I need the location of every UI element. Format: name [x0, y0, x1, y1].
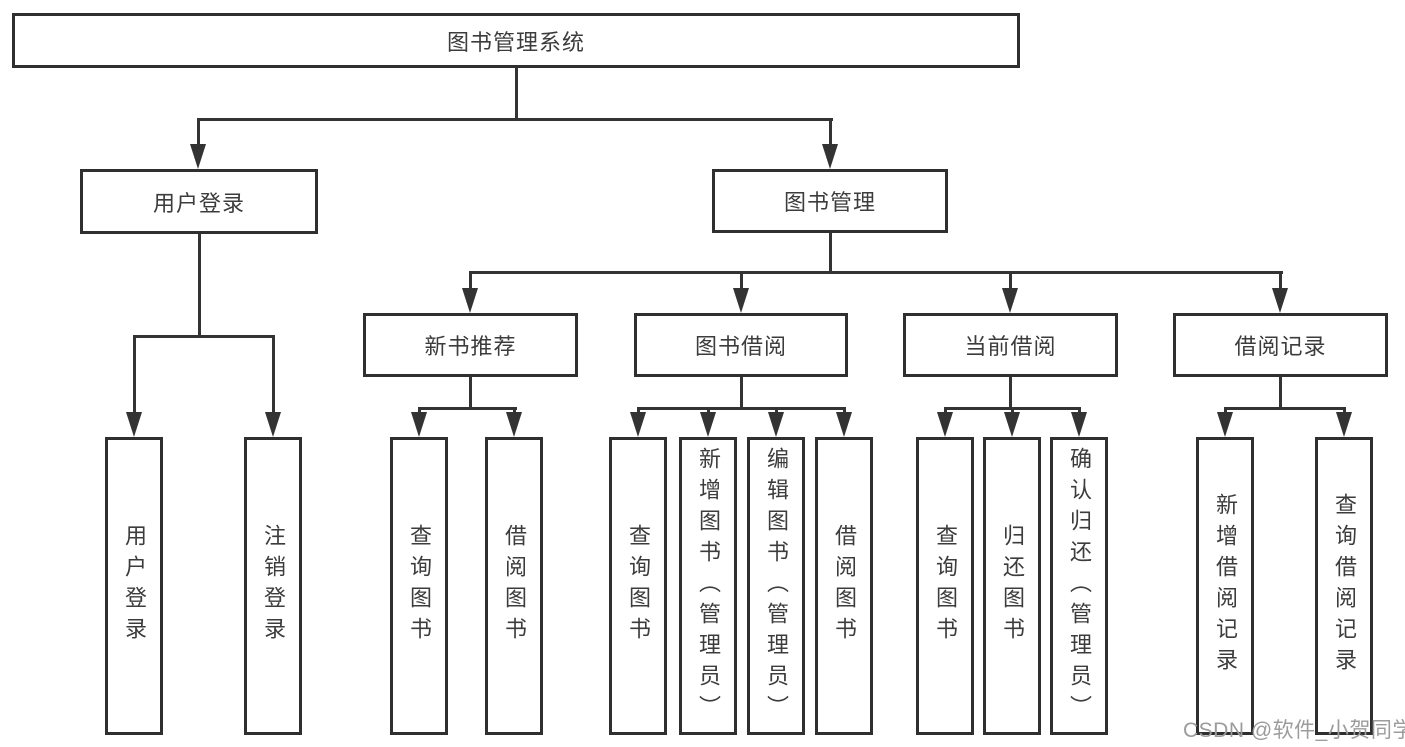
connector-drop: [1078, 407, 1081, 415]
connector-drop: [775, 407, 778, 415]
arrow-down-icon: [630, 412, 646, 437]
arrow-down-icon: [190, 144, 206, 169]
connector-drop: [513, 407, 516, 415]
connector-book-borrow-branch: [637, 407, 846, 410]
connector-drop-user-login: [197, 118, 200, 146]
leaf-edit-book-admin: 编辑图书（管理员）: [747, 437, 805, 735]
arrow-down-icon: [462, 288, 478, 313]
connector-drop: [637, 407, 640, 415]
arrow-down-icon: [836, 412, 852, 437]
leaf-query-books: 查询图书: [916, 437, 974, 735]
arrow-down-icon: [506, 412, 522, 437]
connector-current-borrow-stem: [1009, 377, 1012, 410]
connector-drop-book-borrow: [740, 271, 743, 290]
arrow-down-icon: [822, 144, 838, 169]
connector-drop: [707, 407, 710, 415]
arrow-down-icon: [768, 412, 784, 437]
connector-new-book-stem: [469, 377, 472, 410]
connector-drop: [1224, 407, 1227, 415]
connector-borrow-records-branch: [1224, 407, 1346, 410]
leaf-borrow-books: 借阅图书: [485, 437, 543, 735]
arrow-down-icon: [1071, 412, 1087, 437]
connector-book-management-stem: [829, 233, 832, 274]
connector-drop: [843, 407, 846, 415]
leaf-logout-login: 注销登录: [244, 437, 302, 735]
connector-user-login-stem: [198, 234, 201, 338]
arrow-down-icon: [1002, 288, 1018, 313]
leaf-query-borrow-record: 查询借阅记录: [1315, 437, 1373, 735]
connector-new-book-branch: [418, 407, 517, 410]
node-library-management-system: 图书管理系统: [12, 13, 1020, 68]
connector-drop-new-book: [469, 271, 472, 290]
node-borrow-records: 借阅记录: [1173, 313, 1388, 377]
node-book-borrow: 图书借阅: [634, 313, 848, 377]
arrow-down-icon: [1004, 412, 1020, 437]
arrow-down-icon: [1217, 412, 1233, 437]
node-book-management: 图书管理: [712, 169, 948, 233]
arrow-down-icon: [411, 412, 427, 437]
leaf-query-books: 查询图书: [609, 437, 667, 735]
connector-drop-borrow-records: [1279, 271, 1282, 290]
connector-drop-leaf-user-login: [133, 335, 136, 414]
leaf-return-books: 归还图书: [983, 437, 1041, 735]
leaf-confirm-return-admin: 确认归还（管理员）: [1050, 437, 1108, 735]
connector-book-borrow-stem: [740, 377, 743, 410]
leaf-borrow-books: 借阅图书: [815, 437, 873, 735]
connector-level3-branch: [469, 271, 1283, 274]
connector-drop-book-management: [829, 118, 832, 146]
csdn-watermark: CSDN @软件_小贺同学: [1183, 719, 1405, 742]
connector-level2-branch: [197, 118, 833, 121]
leaf-add-borrow-record: 新增借阅记录: [1196, 437, 1254, 735]
connector-user-login-branch: [133, 335, 275, 338]
connector-drop: [1343, 407, 1346, 415]
connector-drop: [418, 407, 421, 415]
connector-borrow-records-stem: [1279, 377, 1282, 410]
arrow-down-icon: [733, 288, 749, 313]
leaf-add-book-admin: 新增图书（管理员）: [679, 437, 737, 735]
arrow-down-icon: [265, 412, 281, 437]
connector-drop: [944, 407, 947, 415]
arrow-down-icon: [937, 412, 953, 437]
connector-drop-current-borrow: [1009, 271, 1012, 290]
node-current-borrow: 当前借阅: [903, 313, 1118, 377]
leaf-user-login: 用户登录: [105, 437, 163, 735]
leaf-query-books: 查询图书: [390, 437, 448, 735]
connector-drop: [1011, 407, 1014, 415]
arrow-down-icon: [126, 412, 142, 437]
connector-root-stem: [515, 68, 518, 120]
node-user-login: 用户登录: [80, 169, 318, 234]
node-new-book-recommend: 新书推荐: [363, 313, 578, 377]
arrow-down-icon: [1272, 288, 1288, 313]
arrow-down-icon: [1336, 412, 1352, 437]
connector-drop-leaf-logout: [272, 335, 275, 414]
arrow-down-icon: [700, 412, 716, 437]
